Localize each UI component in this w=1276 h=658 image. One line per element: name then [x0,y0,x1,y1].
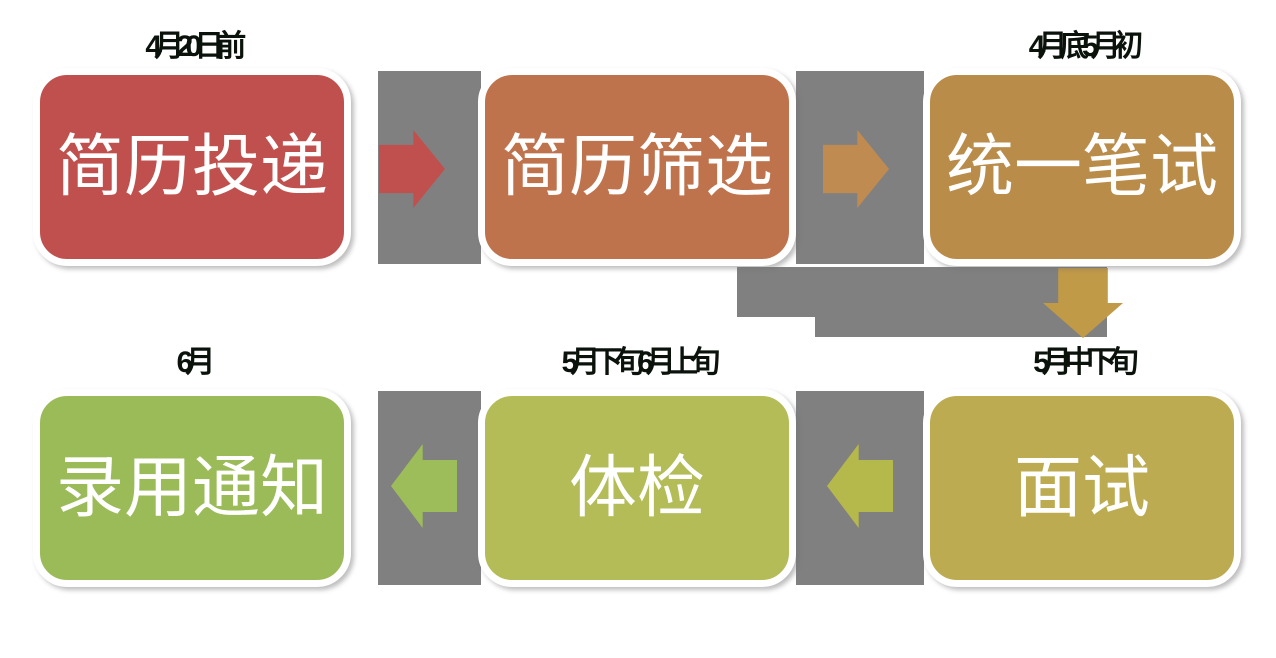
date-label-physical-exam: 5月下旬6月上旬 [561,346,721,379]
step-resume-submission-label: 简历投递 [55,129,328,205]
step-offer-notice: 录用通知 [33,389,351,587]
date-label-written-test: 4月底5月初 [1028,30,1143,63]
step-resume-screening: 简历筛选 [478,68,796,266]
date-label-interview: 5月中下旬 [1033,346,1138,379]
date-label-resume-submission: 4月20日前 [145,30,246,63]
step-interview-label: 面试 [1013,450,1150,526]
step-physical-exam: 体检 [478,389,796,587]
step-written-test: 统一笔试 [923,68,1241,266]
step-written-test-label: 统一笔试 [945,129,1218,205]
step-interview: 面试 [923,389,1241,587]
step-physical-exam-label: 体检 [568,450,705,526]
step-resume-screening-label: 简历筛选 [500,129,773,205]
step-offer-notice-label: 录用通知 [55,450,328,526]
connector-band-turn-upper [737,267,817,317]
step-resume-submission: 简历投递 [33,68,351,266]
date-label-offer-notice: 6月 [176,346,215,379]
